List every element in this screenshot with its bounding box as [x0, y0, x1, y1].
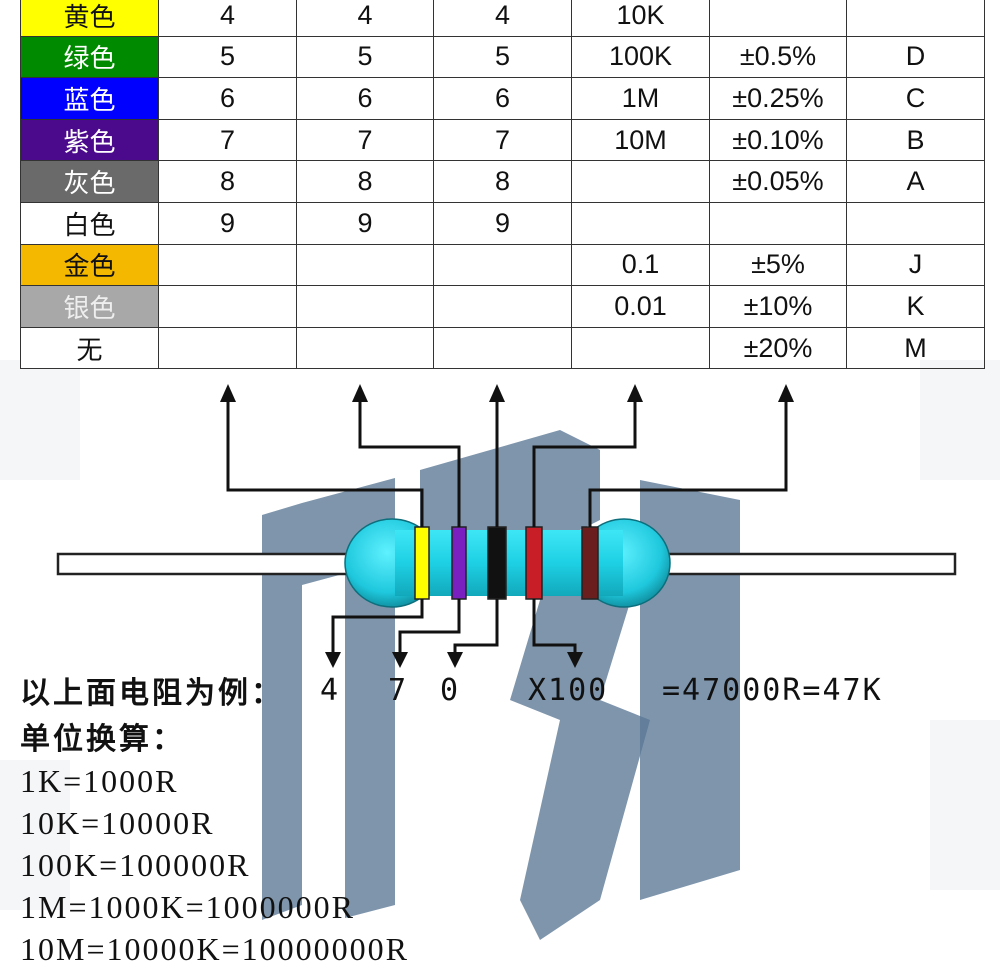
resistor-band-3: [487, 526, 507, 600]
color-name-cell: 绿色: [20, 35, 159, 79]
arrow-head-down-multiplier: [567, 652, 583, 668]
unit-line-5: 10M=10000K=10000000R: [20, 930, 409, 967]
resistor-band-2: [451, 526, 467, 600]
unit-line-2: 10K=10000R: [20, 804, 215, 841]
units-title: 单位换算：: [20, 722, 185, 757]
digit3-cell: 5: [433, 35, 572, 79]
tolerance-code-cell: [846, 201, 985, 245]
example-result: =47000R=47K: [662, 672, 883, 708]
tolerance-cell: ±0.05%: [709, 160, 847, 203]
tolerance-cell: ±0.25%: [709, 77, 847, 120]
tolerance-code-cell: D: [846, 35, 985, 79]
tolerance-code-cell: C: [846, 77, 985, 120]
example-digit-3: 0: [440, 672, 461, 708]
multiplier-cell: [571, 326, 710, 370]
explanation-text: 以上面电阻为例： 4 7 0 X100 =47000R=47K 单位换算： 1K…: [20, 668, 990, 970]
color-name-cell: 金色: [20, 243, 159, 287]
tolerance-code-cell: M: [846, 326, 985, 370]
color-name-cell: 无: [20, 326, 159, 370]
arrow-head-up-digit2: [352, 384, 368, 402]
multiplier-cell: [571, 201, 710, 245]
resistor-lead-right: [648, 552, 957, 576]
digit2-cell: 6: [296, 77, 434, 120]
resistor-band-4: [525, 526, 543, 600]
table-row: 无 ±20%M: [20, 326, 985, 370]
multiplier-cell: [571, 160, 710, 203]
tolerance-code-cell: A: [846, 160, 985, 203]
tolerance-cell: ±5%: [709, 243, 847, 287]
color-name-cell: 白色: [20, 201, 159, 245]
digit2-cell: 7: [296, 118, 434, 162]
example-label: 以上面电阻为例：: [20, 676, 284, 711]
digit2-cell: [296, 285, 434, 328]
tolerance-cell: ±0.10%: [709, 118, 847, 162]
upper-arrow-lines: [226, 398, 788, 527]
unit-line-1: 1K=1000R: [20, 762, 179, 799]
resistor-band-1: [414, 526, 430, 600]
digit3-cell: [433, 326, 572, 370]
resistor-band-5: [581, 526, 599, 600]
color-name-cell: 蓝色: [20, 77, 159, 120]
tolerance-cell: ±20%: [709, 326, 847, 370]
example-line: 以上面电阻为例： 4 7 0 X100 =47000R=47K: [20, 668, 990, 712]
arrow-head-up-digit3: [489, 384, 505, 402]
arrow-head-up-tolerance: [778, 384, 794, 402]
lower-arrow-lines: [331, 599, 577, 655]
digit3-cell: 6: [433, 77, 572, 120]
color-name-cell: 灰色: [20, 160, 159, 203]
resistor-lead-left: [56, 552, 360, 576]
arrow-head-down-digit2: [392, 652, 408, 668]
tolerance-cell: ±0.5%: [709, 35, 847, 79]
example-multiplier: X100: [528, 672, 609, 708]
digit1-cell: [158, 326, 297, 370]
digit1-cell: 9: [158, 201, 297, 245]
digit3-cell: 8: [433, 160, 572, 203]
example-digit-1: 4: [320, 672, 341, 708]
color-name-cell: 黄色: [20, 0, 159, 37]
digit1-cell: 7: [158, 118, 297, 162]
example-digit-2: 7: [388, 672, 409, 708]
arrow-head-up-multiplier: [627, 384, 643, 402]
digit3-cell: 4: [433, 0, 572, 37]
multiplier-cell: 1M: [571, 77, 710, 120]
tolerance-code-cell: J: [846, 243, 985, 287]
digit2-cell: 5: [296, 35, 434, 79]
digit2-cell: [296, 326, 434, 370]
tolerance-cell: [709, 201, 847, 245]
arrow-head-down-digit1: [325, 652, 341, 668]
unit-line-3: 100K=100000R: [20, 846, 251, 883]
unit-line-4: 1M=1000K=1000000R: [20, 888, 355, 925]
arrow-head-up-digit1: [220, 384, 236, 402]
multiplier-cell: 10K: [571, 0, 710, 37]
multiplier-cell: 100K: [571, 35, 710, 79]
digit2-cell: 8: [296, 160, 434, 203]
arrow-head-down-digit3: [447, 652, 463, 668]
color-name-cell: 紫色: [20, 118, 159, 162]
multiplier-cell: 0.01: [571, 285, 710, 328]
digit3-cell: 7: [433, 118, 572, 162]
